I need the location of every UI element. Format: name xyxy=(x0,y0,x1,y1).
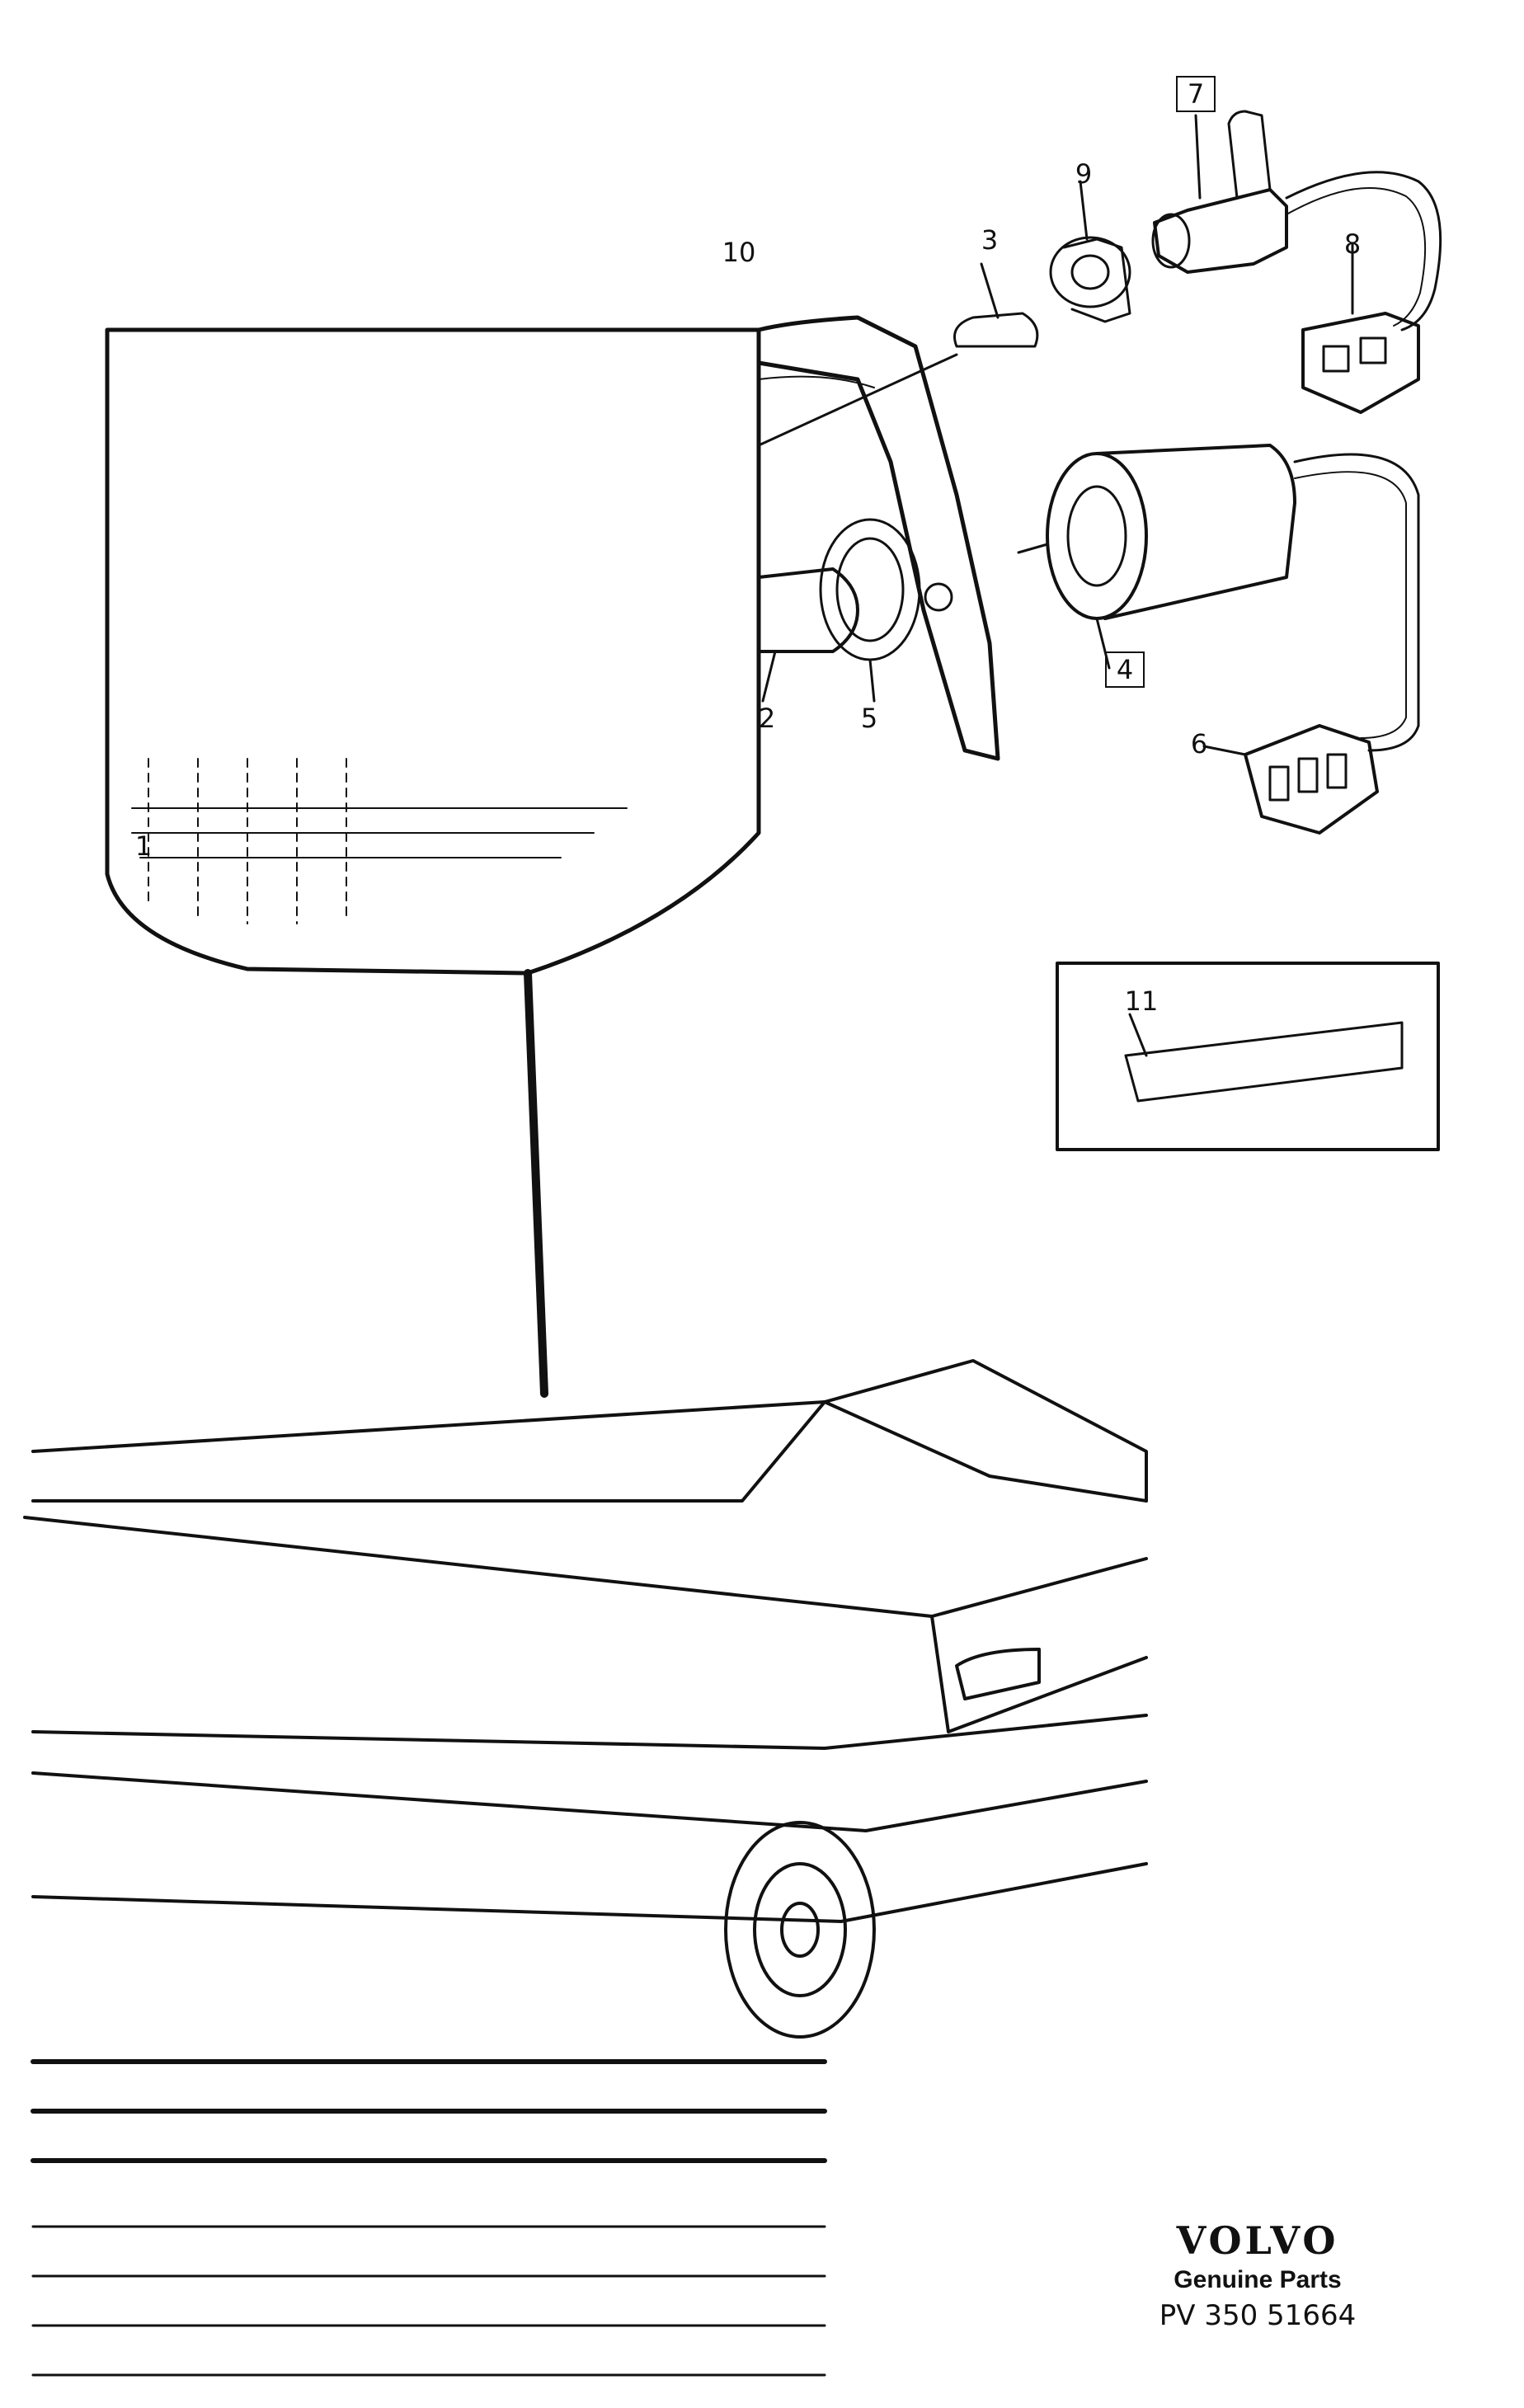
ring xyxy=(1049,180,1131,323)
connector-8 xyxy=(1301,242,1420,414)
brand-subtitle: Genuine Parts xyxy=(1174,2266,1342,2293)
callout-6: 6 xyxy=(1190,728,1208,760)
callout-3: 3 xyxy=(981,224,999,256)
brand-logo: VOLVO xyxy=(1176,2218,1339,2263)
bulb-holder xyxy=(757,567,859,703)
callout-1: 1 xyxy=(134,830,153,862)
side-marker-lens xyxy=(105,327,761,976)
callout-7: 7 xyxy=(1176,76,1216,112)
lamp-housing xyxy=(756,315,1000,761)
callout-11: 11 xyxy=(1124,985,1159,1017)
part-code: PV 350 51664 xyxy=(1159,2299,1357,2332)
callout-2: 2 xyxy=(758,703,776,734)
socket-7 xyxy=(1151,110,1442,332)
brand-block: VOLVO Genuine Parts PV 350 51664 xyxy=(1122,2218,1394,2332)
socket-4 xyxy=(1017,444,1420,752)
callout-10: 10 xyxy=(722,237,756,268)
connector-6 xyxy=(1202,724,1379,835)
callout-9: 9 xyxy=(1075,158,1093,190)
gasket xyxy=(819,518,921,703)
car-illustration xyxy=(23,969,1148,2377)
callout-4: 4 xyxy=(1105,651,1145,688)
callout-8: 8 xyxy=(1343,228,1362,260)
bulb xyxy=(757,262,1039,447)
inset-box xyxy=(1056,962,1440,1151)
callout-5: 5 xyxy=(860,703,878,734)
